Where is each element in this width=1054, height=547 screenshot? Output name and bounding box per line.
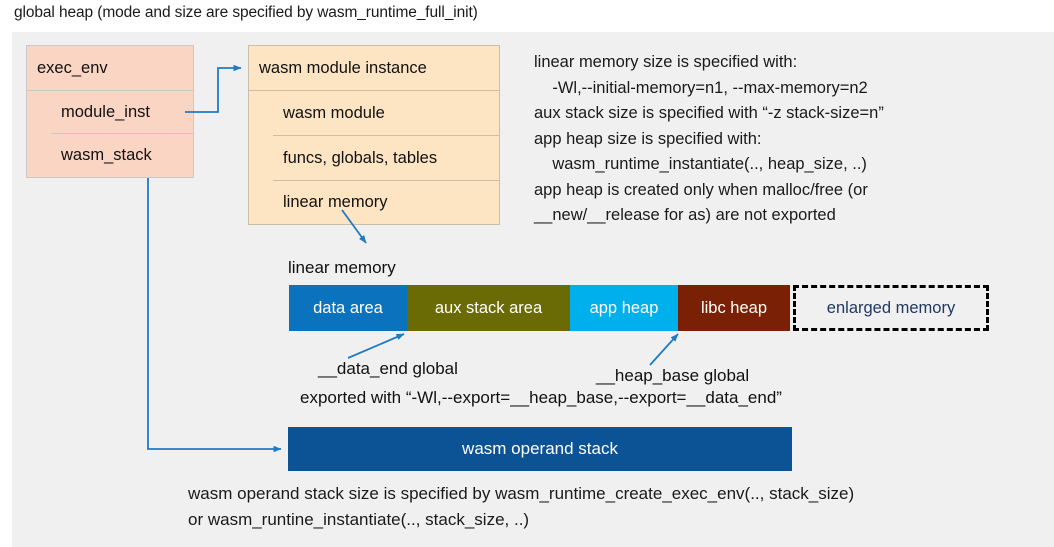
memory-segment-label: enlarged memory	[826, 298, 956, 317]
page-title: global heap (mode and size are specified…	[14, 4, 478, 21]
exported-with-label: exported with “-Wl,--export=__heap_base,…	[300, 388, 782, 407]
funcs-globals-tables-label: funcs, globals, tables	[283, 148, 438, 167]
wasm-module-label: wasm module	[283, 103, 385, 122]
module-instance-field-funcs-globals-tables: funcs, globals, tables	[273, 136, 499, 181]
heap-base-global-label: __heap_base global	[596, 366, 750, 385]
wasm-operand-stack-label: wasm operand stack	[462, 439, 618, 458]
module-instance-field-linear-memory: linear memory	[273, 181, 499, 224]
exec-env-field-wasm-stack: wasm_stack	[51, 134, 193, 177]
memory-segment-aux-stack-area: aux stack area	[407, 285, 570, 331]
linear-memory-field-label: linear memory	[283, 193, 388, 211]
exec-env-field-module-inst: module_inst	[51, 91, 193, 134]
operand-stack-notes: wasm operand stack size is specified by …	[188, 484, 855, 529]
data-end-global-label: __data_end global	[318, 359, 458, 378]
wasm-stack-label: wasm_stack	[61, 146, 152, 164]
wasm-module-instance-title-label: wasm module instance	[259, 58, 427, 77]
module-instance-field-wasm-module: wasm module	[273, 91, 499, 136]
memory-segment-data-area: data area	[289, 285, 407, 331]
memory-segment-label: libc heap	[700, 298, 768, 317]
memory-segment-label: app heap	[589, 298, 659, 317]
exec-env-title: exec_env	[27, 46, 193, 91]
wasm-operand-stack-box: wasm operand stack	[288, 427, 792, 471]
module-inst-label: module_inst	[61, 102, 150, 121]
exec-env-title-label: exec_env	[37, 58, 108, 77]
module-instance-indent-column	[249, 91, 274, 224]
memory-segment-enlarged-memory: enlarged memory	[793, 285, 989, 331]
wasm-module-instance-title: wasm module instance	[249, 46, 499, 91]
linear-memory-caption: linear memory	[288, 258, 396, 277]
memory-segment-label: aux stack area	[434, 298, 543, 317]
memory-segment-app-heap: app heap	[570, 285, 678, 331]
memory-segment-libc-heap: libc heap	[678, 285, 790, 331]
linear-memory-bar: data area aux stack area app heap libc heap…	[289, 285, 989, 331]
runtime-config-notes: linear memory size is specified with: -W…	[534, 53, 884, 224]
exec-env-indent-column	[27, 91, 52, 177]
memory-segment-label: data area	[313, 298, 383, 317]
